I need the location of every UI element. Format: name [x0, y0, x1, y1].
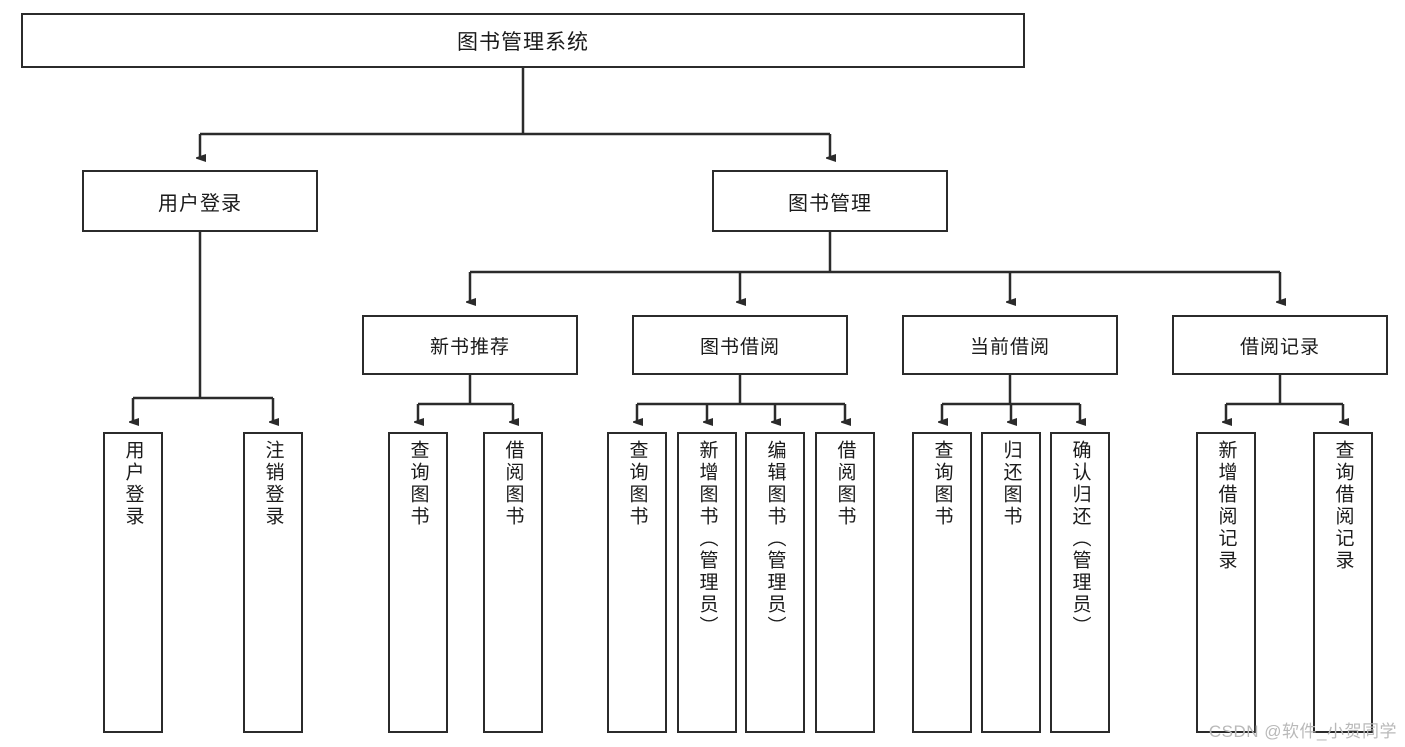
leaf-user-login-signin[interactable]: 用户登录 — [103, 432, 163, 733]
leaf-new-book-borrow-label: 借阅图书 — [502, 440, 524, 528]
leaf-book-borrow-lend[interactable]: 借阅图书 — [815, 432, 875, 733]
leaf-current-borrow-query-label: 查询图书 — [931, 440, 953, 528]
node-book-management[interactable]: 图书管理 — [712, 170, 948, 232]
node-new-book-recommend-label: 新书推荐 — [429, 336, 510, 358]
leaf-current-borrow-return-label: 归还图书 — [1000, 440, 1022, 528]
node-user-login-label: 用户登录 — [158, 192, 242, 215]
node-root[interactable]: 图书管理系统 — [21, 13, 1025, 68]
leaf-borrow-record-add[interactable]: 新增借阅记录 — [1196, 432, 1256, 733]
leaf-new-book-query-label: 查询图书 — [407, 440, 429, 528]
node-book-borrow[interactable]: 图书借阅 — [632, 315, 848, 375]
node-book-borrow-label: 图书借阅 — [699, 336, 780, 358]
leaf-book-borrow-edit-label: 编辑图书（管理员） — [764, 440, 786, 638]
leaf-current-borrow-confirm-return[interactable]: 确认归还（管理员） — [1050, 432, 1110, 733]
leaf-book-borrow-edit[interactable]: 编辑图书（管理员） — [745, 432, 805, 733]
leaf-user-login-signout-label: 注销登录 — [262, 440, 284, 528]
leaf-current-borrow-return[interactable]: 归还图书 — [981, 432, 1041, 733]
leaf-new-book-borrow[interactable]: 借阅图书 — [483, 432, 543, 733]
leaf-book-borrow-query-label: 查询图书 — [626, 440, 648, 528]
leaf-borrow-record-query-label: 查询借阅记录 — [1332, 440, 1354, 572]
leaf-current-borrow-query[interactable]: 查询图书 — [912, 432, 972, 733]
node-borrow-record[interactable]: 借阅记录 — [1172, 315, 1388, 375]
watermark: CSDN @软件_小贺同学 — [1208, 722, 1397, 741]
leaf-borrow-record-query[interactable]: 查询借阅记录 — [1313, 432, 1373, 733]
node-new-book-recommend[interactable]: 新书推荐 — [362, 315, 578, 375]
leaf-new-book-query[interactable]: 查询图书 — [388, 432, 448, 733]
leaf-current-borrow-confirm-return-label: 确认归还（管理员） — [1069, 440, 1091, 638]
node-borrow-record-label: 借阅记录 — [1239, 336, 1320, 358]
node-book-management-label: 图书管理 — [788, 192, 872, 215]
leaf-borrow-record-add-label: 新增借阅记录 — [1215, 440, 1237, 572]
leaf-book-borrow-query[interactable]: 查询图书 — [607, 432, 667, 733]
node-root-label: 图书管理系统 — [457, 30, 589, 54]
node-user-login[interactable]: 用户登录 — [82, 170, 318, 232]
leaf-book-borrow-lend-label: 借阅图书 — [834, 440, 856, 528]
leaf-book-borrow-add[interactable]: 新增图书（管理员） — [677, 432, 737, 733]
leaf-user-login-signout[interactable]: 注销登录 — [243, 432, 303, 733]
node-current-borrow[interactable]: 当前借阅 — [902, 315, 1118, 375]
leaf-book-borrow-add-label: 新增图书（管理员） — [696, 440, 718, 638]
node-current-borrow-label: 当前借阅 — [969, 336, 1050, 358]
leaf-user-login-signin-label: 用户登录 — [122, 440, 144, 528]
